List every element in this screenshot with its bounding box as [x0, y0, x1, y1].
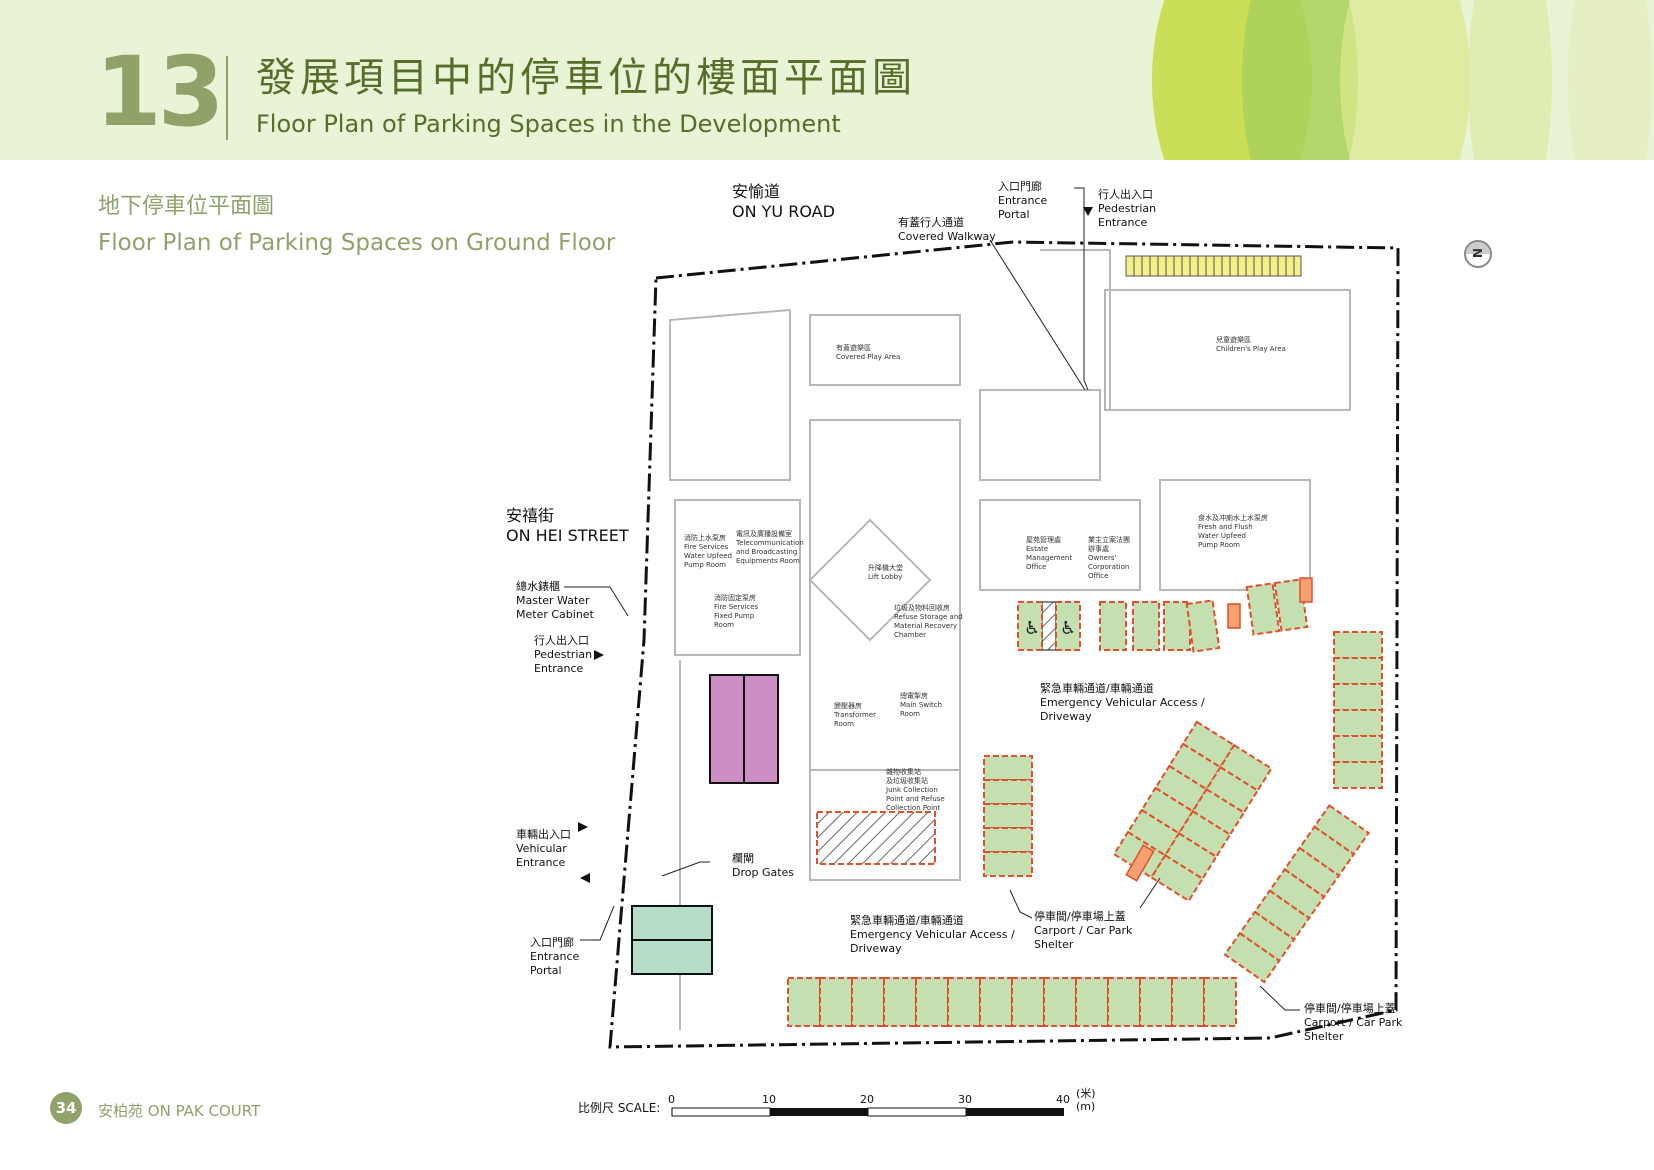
road-label-on-yu: 安愉道 ON YU ROAD: [732, 182, 835, 221]
page-number: 34: [50, 1092, 82, 1124]
label-pedestrian-entrance-top: 行人出入口 Pedestrian Entrance: [1098, 188, 1157, 229]
scale-tick: 40: [1056, 1093, 1070, 1106]
subtitle-zh: 地下停車位平面圖: [98, 194, 275, 219]
arrow-vehicle-out: [580, 873, 590, 883]
room-transformer: 變壓器房 Transformer Room: [834, 702, 877, 728]
loading-bays: [709, 674, 779, 784]
room-covered-play-area: 有蓋遊樂區 Covered Play Area: [836, 344, 901, 361]
label-covered-walkway: 有蓋行人通道 Covered Walkway: [898, 216, 996, 243]
parking-bays: [787, 578, 1383, 1027]
label-pedestrian-entrance-left: 行人出入口 Pedestrian Entrance: [534, 634, 593, 675]
room-fire-fixed-pump: 消防固定泵房 Fire Services Fixed Pump Room: [714, 594, 759, 629]
room-fire-services-upfeed: 消防上水泵房 Fire Services Water Upfeed Pump R…: [684, 534, 733, 569]
office-block: [979, 499, 1141, 591]
pump-room-block: [674, 499, 801, 656]
room-owners-corporation: 業主立案法團 辦事處 Owners' Corporation Office: [1088, 536, 1130, 580]
leader-water-meter: [564, 586, 629, 617]
room-childrens-play-area: 兒童遊樂區 Children's Play Area: [1216, 336, 1286, 353]
room-estate-management: 屋苑管理處 Estate Management Office: [1026, 536, 1073, 571]
road-label-on-hei: 安禧街 ON HEI STREET: [506, 506, 629, 545]
covered-play-area-outline: [809, 314, 961, 386]
accessible-parking-icon: ♿: [1060, 618, 1076, 639]
leader-carport-3: [1259, 985, 1300, 1011]
label-eva-upper: 緊急車輛通道/車輛通道 Emergency Vehicular Access /…: [1040, 682, 1205, 723]
decorative-leaf-shapes: [1152, 0, 1652, 160]
section-number: 13: [95, 36, 225, 148]
label-master-water-meter: 總水錶櫃 Master Water Meter Cabinet: [516, 580, 594, 621]
svg-text:N: N: [1470, 248, 1484, 258]
leader-drop-gates: [661, 861, 710, 877]
header-band: 13 發展項目中的停車位的樓面平面圖 Floor Plan of Parking…: [0, 0, 1654, 160]
scale-tick: 0: [668, 1093, 675, 1106]
room-fresh-flush-pump: 食水及冲廁水上水泵房 Fresh and Flush Water Upfeed …: [1198, 514, 1268, 549]
label-drop-gates: 欄閘 Drop Gates: [732, 852, 795, 879]
scale-bar: [671, 1107, 1064, 1117]
label-eva-lower: 緊急車輛通道/車輛通道 Emergency Vehicular Access /…: [850, 914, 1015, 955]
hatched-accessible-aisle: [1041, 601, 1057, 651]
page-title-en: Floor Plan of Parking Spaces in the Deve…: [256, 110, 841, 138]
teal-bays: [631, 905, 713, 975]
room-main-switch: 總電掣房 Main Switch Room: [900, 692, 943, 718]
room-lift-lobby: 升降機大堂 Lift Lobby: [868, 564, 903, 581]
room-telecom: 電訊及廣播設備室 Telecommunication and Broadcast…: [736, 530, 804, 565]
arrow-pedestrian-top: [1083, 207, 1093, 216]
scale-tick: 10: [762, 1093, 776, 1106]
arrow-vehicle-in: [578, 822, 588, 832]
walkway-wall: [1040, 249, 1111, 410]
scale-tick: 30: [958, 1093, 972, 1106]
footer-development-name: 安柏苑 ON PAK COURT: [98, 1102, 261, 1120]
scale-tick: 20: [860, 1093, 874, 1106]
north-arrow-icon: N: [1464, 240, 1492, 268]
label-carport-2: 停車間/停車場上蓋 Carport / Car Park Shelter: [1304, 1002, 1403, 1043]
leader-entrance-portal: [1074, 187, 1089, 391]
page-title-zh: 發展項目中的停車位的樓面平面圖: [256, 55, 916, 101]
leader-entrance-portal-bottom: [580, 905, 615, 941]
junk-collection-block: [809, 769, 961, 881]
hatched-area: [816, 811, 936, 865]
building-block-nw: [669, 308, 791, 481]
scale-label: 比例尺 SCALE:: [578, 1101, 661, 1115]
orange-bays: [1125, 577, 1313, 882]
lift-core: [808, 518, 932, 642]
section-divider: [226, 56, 228, 140]
label-entrance-portal-bottom: 入口門廊 Entrance Portal: [530, 936, 580, 977]
room-junk-collection: 雜物收集站 及垃圾收集站 Junk Collection Point and R…: [886, 768, 945, 812]
label-carport-1: 停車間/停車場上蓋 Carport / Car Park Shelter: [1034, 910, 1133, 951]
lobby-block: [979, 389, 1101, 481]
arrow-pedestrian-left: [594, 650, 604, 660]
leader-carport-2: [1139, 877, 1161, 909]
scale-unit: (米) (m): [1076, 1087, 1096, 1113]
accessible-parking-icon: ♿: [1024, 618, 1040, 639]
leader-covered-walkway: [989, 239, 1086, 391]
leader-carport-1: [1009, 889, 1033, 919]
childrens-play-area-outline: [1104, 289, 1351, 411]
room-refuse-storage: 垃圾及物料回收房 Refuse Storage and Material Rec…: [894, 604, 963, 639]
label-vehicular-entrance: 車輛出入口 Vehicular Entrance: [516, 828, 571, 869]
subtitle-en: Floor Plan of Parking Spaces on Ground F…: [98, 230, 616, 256]
label-entrance-portal-top: 入口門廊 Entrance Portal: [998, 180, 1048, 221]
motorcycle-bays: [1125, 255, 1302, 277]
